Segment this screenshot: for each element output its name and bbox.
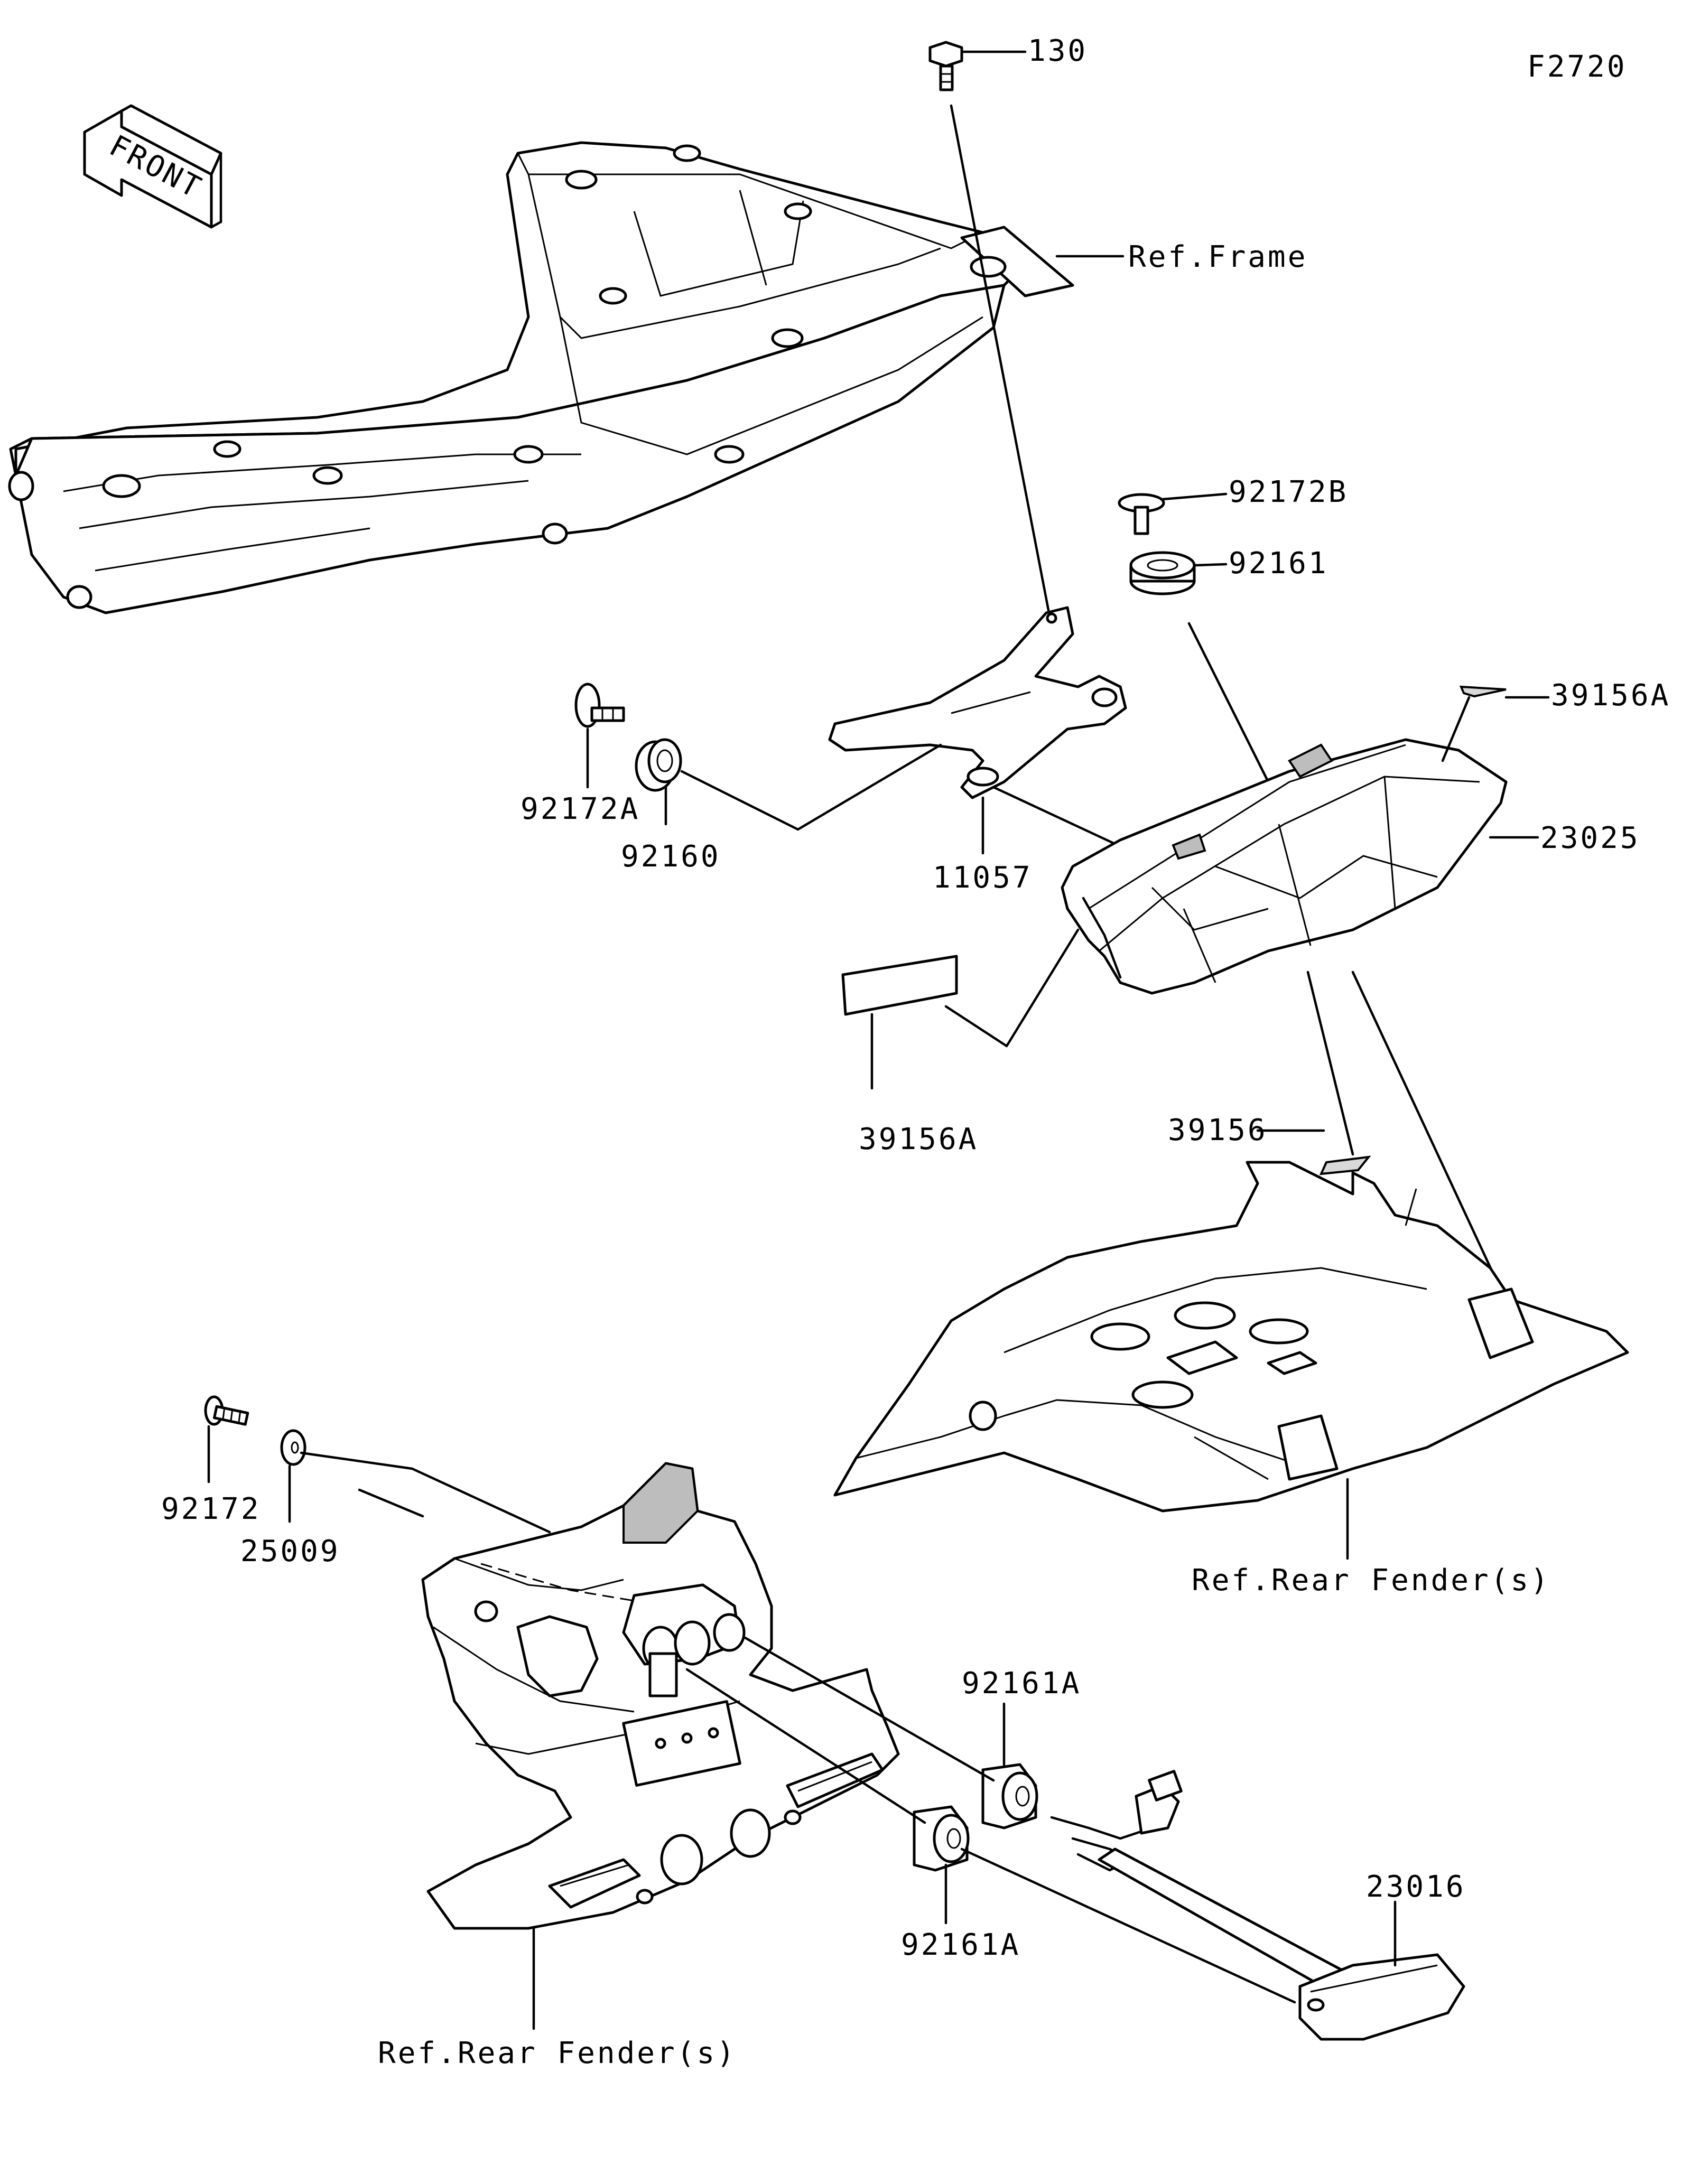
label-plate-39156 — [1319, 1155, 1371, 1175]
label-92160: 92160 — [621, 839, 721, 874]
assembly-line-130 — [950, 104, 1051, 614]
label-23016: 23016 — [1366, 1870, 1466, 1904]
bolt-130 — [928, 41, 963, 91]
assembly-line-39156 — [1306, 970, 1354, 1156]
label-ref-frame: Ref.Frame — [1128, 240, 1307, 274]
washer-25009 — [280, 1429, 306, 1466]
grommet-92160 — [635, 738, 682, 792]
label-92172b: 92172B — [1229, 475, 1348, 509]
screw-92172a — [574, 683, 625, 728]
assembly-line-92161 — [1187, 622, 1275, 794]
label-92161a-lower: 92161A — [901, 1928, 1020, 1962]
label-23025: 23025 — [1540, 821, 1640, 855]
screw-92172b — [1118, 493, 1165, 535]
assembly-line-25009 — [300, 1451, 551, 1534]
rear-fender-upper — [833, 1161, 1629, 1513]
label-130: 130 — [1028, 34, 1088, 68]
assembly-line-23016 — [960, 1847, 1296, 2004]
assembly-line-92160 — [680, 743, 942, 831]
tail-light-23025 — [1061, 738, 1508, 995]
label-plate-39156a-left — [841, 955, 958, 1016]
leader-92161 — [1194, 563, 1228, 567]
label-92172: 92172 — [161, 1492, 261, 1526]
assembly-line-23025-mount — [1351, 970, 1497, 1280]
assembly-line-92161a-lower — [685, 1668, 926, 1824]
assembly-line-92161a-upper — [744, 1636, 995, 1782]
label-39156a-left: 39156A — [859, 1122, 978, 1156]
assembly-line-25009-b — [358, 1488, 424, 1518]
grommet-92161a-upper — [981, 1763, 1038, 1830]
label-92161a-upper: 92161A — [962, 1666, 1081, 1701]
grommet-92161a-lower — [913, 1805, 970, 1872]
label-ref-rear-fender-left: Ref.Rear Fender(s) — [378, 2036, 737, 2070]
assembly-line-39156a-top — [1441, 696, 1471, 762]
screw-92172 — [204, 1395, 249, 1426]
grommet-92161 — [1129, 551, 1196, 595]
front-direction-arrow-icon: FRONT — [83, 104, 222, 229]
bracket-11057 — [828, 606, 1127, 799]
label-39156: 39156 — [1168, 1113, 1268, 1147]
rear-fender-lower — [421, 1462, 900, 1930]
leader-92172b — [1161, 492, 1228, 501]
label-39156a-top: 39156A — [1551, 678, 1670, 713]
label-ref-rear-fender-right: Ref.Rear Fender(s) — [1192, 1563, 1550, 1598]
label-plate-39156a-top — [1459, 685, 1507, 698]
license-light-23016 — [1050, 1770, 1465, 2041]
label-25009: 25009 — [240, 1534, 340, 1569]
assembly-line-39156a-left — [944, 928, 1080, 1048]
frame-assembly — [8, 141, 1074, 614]
label-92161: 92161 — [1229, 546, 1328, 581]
label-92172a: 92172A — [521, 792, 640, 826]
label-11057: 11057 — [933, 861, 1033, 895]
diagram-id: F2720 — [1527, 50, 1627, 84]
